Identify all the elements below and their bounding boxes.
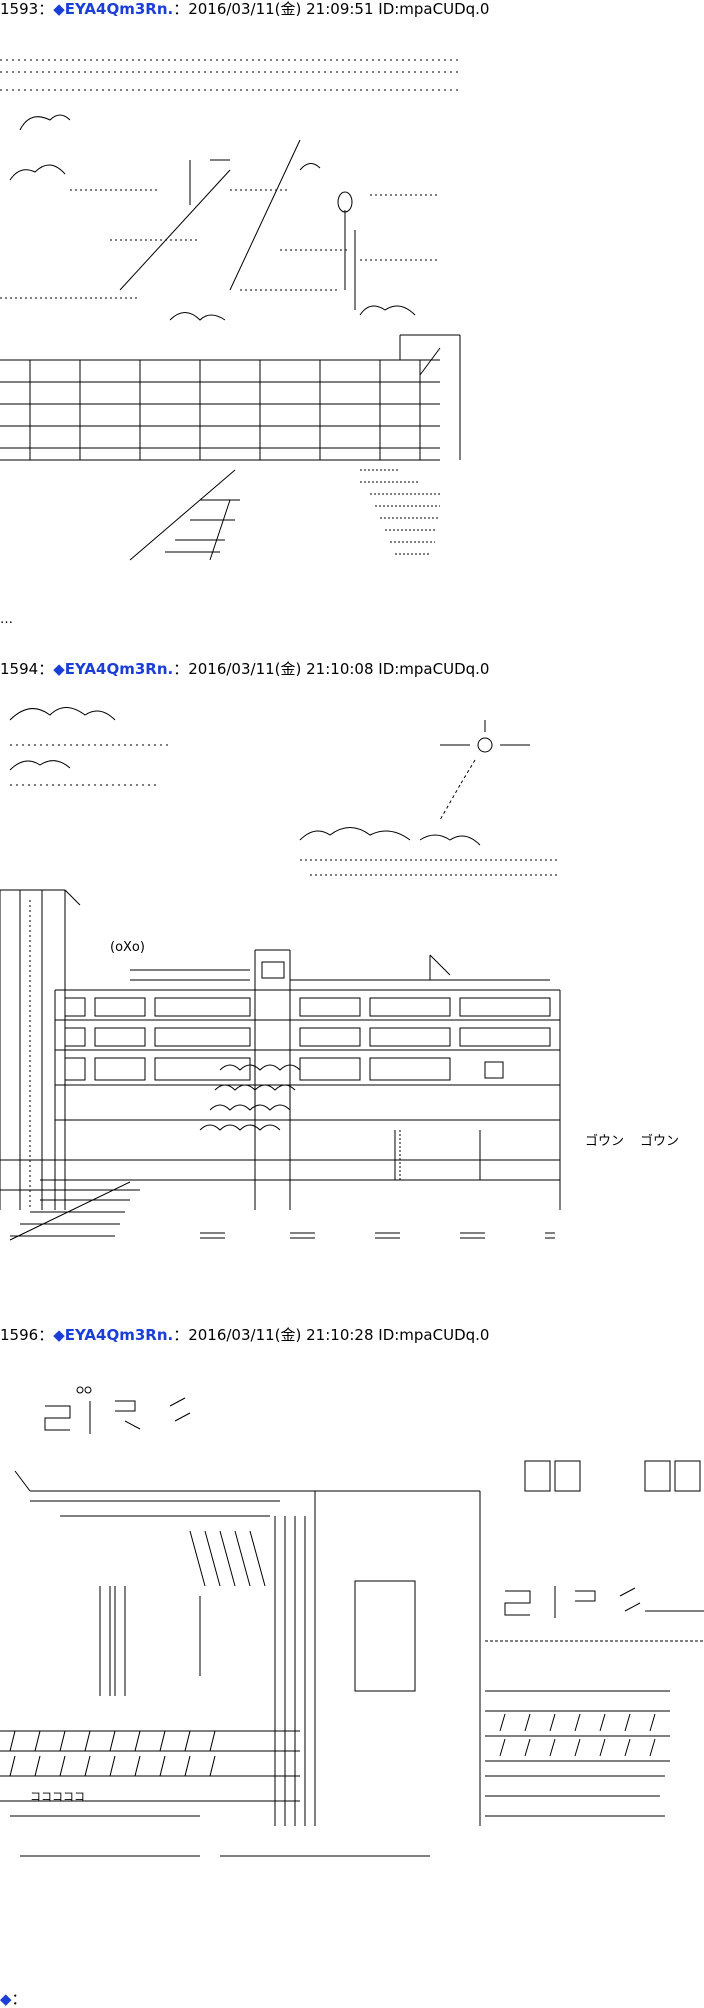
post-1593: 1593：◆EYA4Qm3Rn.：2016/03/11(金) 21:09:51 … xyxy=(0,0,704,650)
ascii-art-drawing xyxy=(0,1386,704,1857)
post-trailing-ellipsis: … xyxy=(0,612,13,627)
post-header: ◆： xyxy=(0,1990,27,2008)
post-separator: ： xyxy=(11,1990,27,2008)
post-next-partial: ◆： xyxy=(0,1990,704,2008)
post-meta: ：2016/03/11(金) 21:10:28 ID:mpaCUDq.0 xyxy=(173,1326,490,1344)
post-header: 1593：◆EYA4Qm3Rn.：2016/03/11(金) 21:09:51 … xyxy=(0,0,489,18)
post-header: 1596：◆EYA4Qm3Rn.：2016/03/11(金) 21:10:28 … xyxy=(0,1326,489,1344)
post-separator: ： xyxy=(38,660,54,678)
art-label-oxo: (oXo) xyxy=(110,940,145,955)
post-header: 1594：◆EYA4Qm3Rn.：2016/03/11(金) 21:10:08 … xyxy=(0,660,489,678)
poster-name[interactable]: ◆EYA4Qm3Rn. xyxy=(53,1326,174,1344)
ascii-art-building-door: コココココ xyxy=(0,1356,704,1936)
post-number: 1594 xyxy=(0,660,39,678)
post-number: 1596 xyxy=(0,1326,39,1344)
poster-name[interactable]: ◆EYA4Qm3Rn. xyxy=(53,660,174,678)
post-separator: ： xyxy=(38,1326,54,1344)
ascii-art-drawing xyxy=(0,707,561,1241)
post-meta: ：2016/03/11(金) 21:09:51 ID:mpaCUDq.0 xyxy=(173,0,490,18)
art-label-gou-1: ゴウン xyxy=(585,1134,625,1149)
art-label-gou-2: ゴウン xyxy=(640,1134,680,1149)
ascii-art-factory: (oXo) ゴウン ゴウン xyxy=(0,690,704,1250)
post-number: 1593 xyxy=(0,0,39,18)
post-1596: 1596：◆EYA4Qm3Rn.：2016/03/11(金) 21:10:28 … xyxy=(0,1326,704,1966)
poster-name[interactable]: ◆EYA4Qm3Rn. xyxy=(53,0,174,18)
poster-name[interactable]: ◆ xyxy=(0,1990,12,2008)
post-1594: 1594：◆EYA4Qm3Rn.：2016/03/11(金) 21:10:08 … xyxy=(0,660,704,1310)
post-separator: ： xyxy=(38,0,54,18)
art-label-koko: コココココ xyxy=(30,1790,85,1803)
ascii-art-drawing xyxy=(0,59,461,561)
post-meta: ：2016/03/11(金) 21:10:08 ID:mpaCUDq.0 xyxy=(173,660,490,678)
ascii-art-town-street xyxy=(0,30,704,610)
